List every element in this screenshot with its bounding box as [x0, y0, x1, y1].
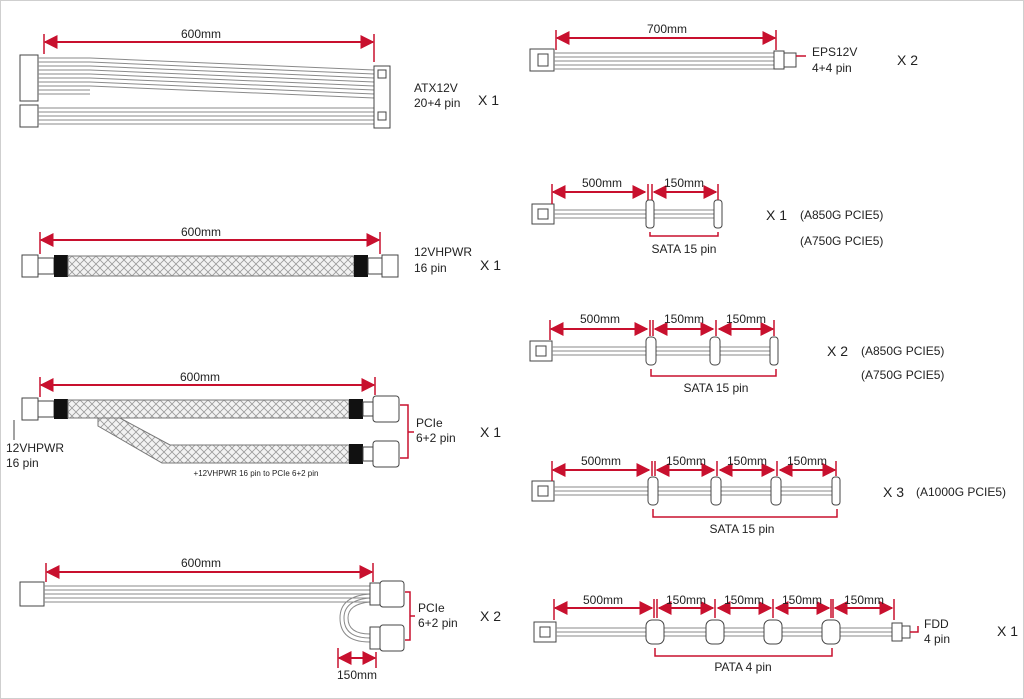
atx-cable	[19, 54, 391, 129]
sata3-seg3-label: 150mm	[726, 454, 768, 468]
sata2-seg1-label: 500mm	[579, 312, 621, 326]
fdd-connector-label: FDD	[924, 617, 949, 631]
eps-dimension	[555, 30, 777, 50]
pcie-quantity: X 2	[480, 608, 502, 624]
atx-dimension	[43, 34, 375, 62]
sata1-seg1-label: 500mm	[581, 176, 623, 190]
pcie-length-label: 600mm	[180, 556, 222, 570]
sata2-model-note-2: (A750G PCIE5)	[861, 368, 945, 382]
pata-seg2-label: 150mm	[665, 593, 707, 607]
sata1-quantity: X 1	[766, 207, 788, 223]
sata2-dimension	[549, 320, 775, 340]
sata1-model-note-1: (A850G PCIE5)	[800, 208, 884, 222]
sata1-seg2-label: 150mm	[663, 176, 705, 190]
sata1-cable	[531, 199, 723, 237]
vhpwr-pcie-right-pins-label: 6+2 pin	[416, 431, 456, 445]
eps-length-label: 700mm	[646, 22, 688, 36]
pata-seg4-label: 150mm	[781, 593, 823, 607]
vhpwr-connector-label: 12VHPWR	[414, 245, 473, 259]
sata3-model-note-1: (A1000G PCIE5)	[916, 485, 1007, 499]
vhpwr-pcie-right-connector-label: PCIe	[416, 416, 443, 430]
eps-pins-label: 4+4 pin	[812, 61, 852, 75]
vhpwr-pcie-caption: +12VHPWR 16 pin to PCIe 6+2 pin	[193, 469, 319, 478]
vhpwr-pcie-cable	[13, 395, 414, 468]
pata-seg3-label: 150mm	[723, 593, 765, 607]
pata-quantity: X 1	[997, 623, 1019, 639]
atx-connector-label: ATX12V	[414, 81, 458, 95]
vhpwr-pcie-left-connector-label: 12VHPWR	[6, 441, 65, 455]
sata1-connector-label: SATA 15 pin	[651, 242, 717, 256]
sata2-quantity: X 2	[827, 343, 849, 359]
pata-connector-label: PATA 4 pin	[714, 660, 772, 674]
sata1-dimension	[551, 184, 719, 204]
sata1-model-note-2: (A750G PCIE5)	[800, 234, 884, 248]
pcie-connector-label: PCIe	[418, 601, 445, 615]
sata3-cable	[531, 476, 841, 518]
pcie-cable	[19, 580, 415, 652]
pcie-pins-label: 6+2 pin	[418, 616, 458, 630]
eps-cable	[529, 48, 806, 72]
atx-quantity: X 1	[478, 92, 500, 108]
vhpwr-dimension	[39, 232, 381, 254]
sata3-seg4-label: 150mm	[786, 454, 828, 468]
vhpwr-cable	[21, 254, 399, 278]
sata3-connector-label: SATA 15 pin	[709, 522, 775, 536]
vhpwr-quantity: X 1	[480, 257, 502, 273]
sata3-dimension	[551, 461, 837, 481]
vhpwr-pcie-quantity: X 1	[480, 424, 502, 440]
pata-cable	[533, 619, 919, 657]
vhpwr-pcie-left-pins-label: 16 pin	[6, 456, 39, 470]
vhpwr-pcie-length-label: 600mm	[179, 370, 221, 384]
pcie-branch-length-label: 150mm	[336, 668, 378, 682]
sata2-seg3-label: 150mm	[725, 312, 767, 326]
sata2-connector-label: SATA 15 pin	[683, 381, 749, 395]
vhpwr-pcie-dimension	[39, 377, 376, 397]
pata-seg1-label: 500mm	[582, 593, 624, 607]
vhpwr-pins-label: 16 pin	[414, 261, 447, 275]
pata-seg5-label: 150mm	[843, 593, 885, 607]
sata3-seg2-label: 150mm	[665, 454, 707, 468]
sata2-seg2-label: 150mm	[663, 312, 705, 326]
atx-pins-label: 20+4 pin	[414, 96, 461, 110]
sata3-quantity: X 3	[883, 484, 905, 500]
eps-connector-label: EPS12V	[812, 45, 858, 59]
sata3-seg1-label: 500mm	[580, 454, 622, 468]
sata2-model-note-1: (A850G PCIE5)	[861, 344, 945, 358]
pcie-dimension	[45, 563, 377, 668]
atx-length-label: 600mm	[180, 27, 222, 41]
fdd-pins-label: 4 pin	[924, 632, 951, 646]
eps-quantity: X 2	[897, 52, 919, 68]
vhpwr-length-label: 600mm	[180, 225, 222, 239]
pata-dimension	[553, 599, 895, 620]
sata2-cable	[529, 336, 779, 377]
